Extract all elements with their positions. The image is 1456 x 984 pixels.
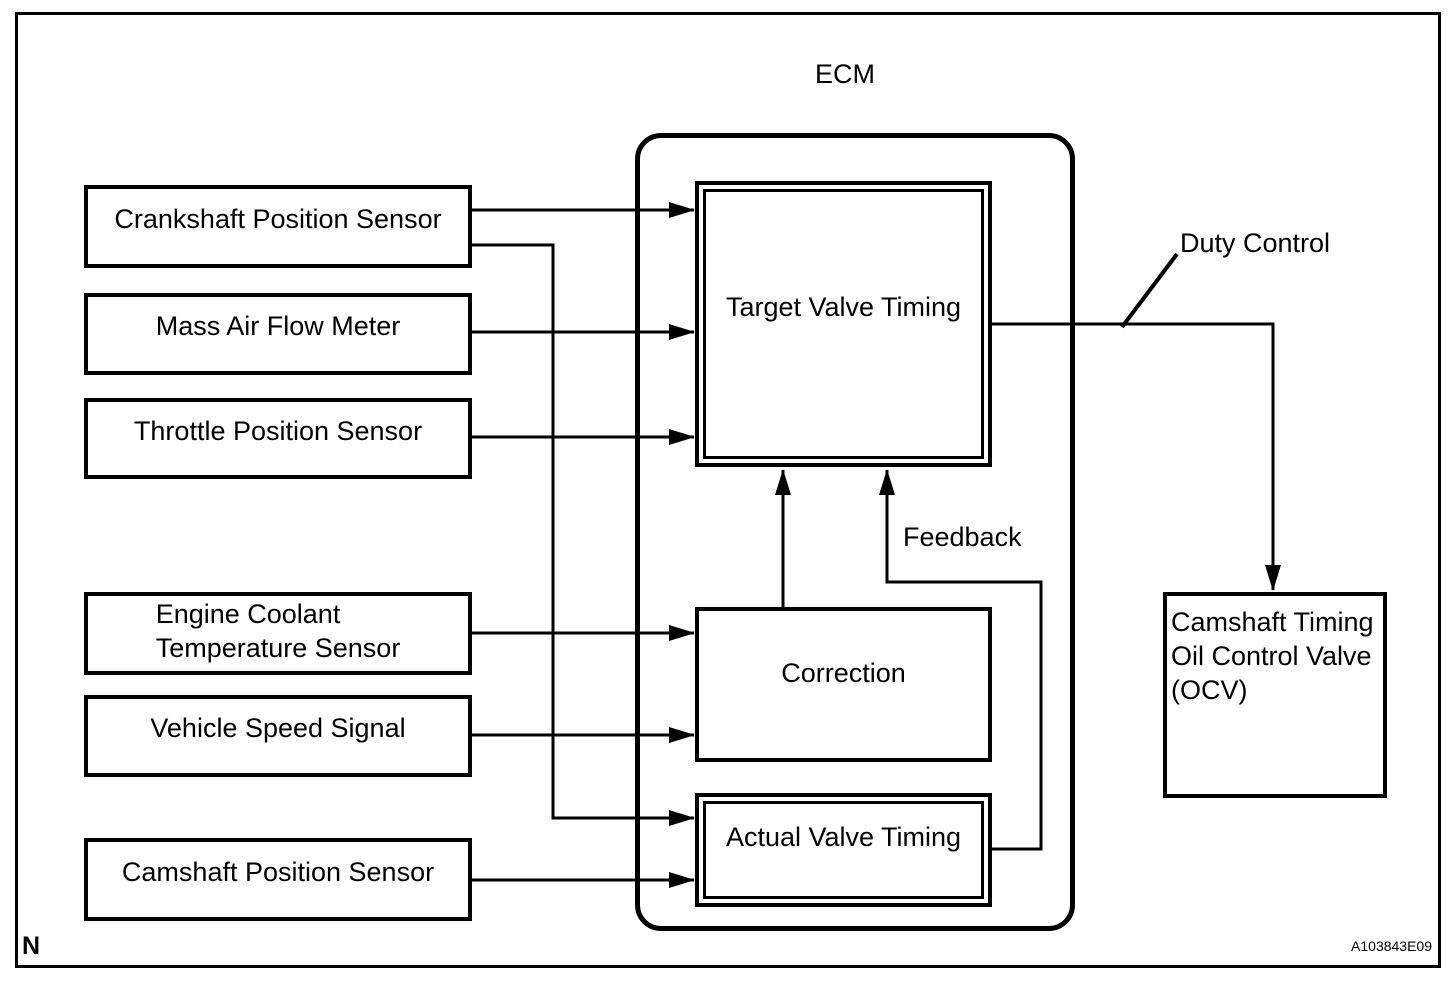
camshaft-position-sensor-box: Camshaft Position Sensor (84, 838, 472, 921)
note-marker: N (22, 932, 41, 960)
crankshaft-position-sensor-label: Crankshaft Position Sensor (114, 203, 442, 234)
vehicle-speed-signal-box: Vehicle Speed Signal (84, 695, 472, 777)
feedback-annotation: Feedback (903, 522, 1022, 552)
engine-coolant-temp-sensor-box: Engine Coolant Temperature Sensor (84, 592, 472, 675)
engine-coolant-line-2: Temperature Sensor (155, 632, 401, 663)
diagram-frame (15, 12, 1441, 968)
camshaft-timing-ocv-box: Camshaft Timing Oil Control Valve (OCV) (1163, 592, 1387, 798)
ecm-title: ECM (815, 59, 875, 89)
figure-code: A103843E09 (1351, 938, 1432, 954)
throttle-position-sensor-label: Throttle Position Sensor (133, 415, 423, 446)
correction-label: Correction (781, 657, 906, 688)
target-valve-timing-label: Target Valve Timing (725, 292, 962, 322)
engine-coolant-temp-sensor-label: Engine Coolant Temperature Sensor (156, 597, 401, 665)
actual-valve-timing-box: Actual Valve Timing (695, 793, 992, 907)
crankshaft-position-sensor-box: Crankshaft Position Sensor (84, 185, 472, 268)
ocv-line-2: Oil Control Valve (1171, 641, 1372, 671)
mass-air-flow-meter-box: Mass Air Flow Meter (84, 293, 472, 375)
ocv-line-3: (OCV) (1171, 675, 1248, 705)
target-valve-timing-box: Target Valve Timing (695, 181, 992, 467)
actual-valve-timing-label: Actual Valve Timing (725, 822, 962, 852)
camshaft-timing-ocv-label: Camshaft Timing Oil Control Valve (OCV) (1171, 605, 1374, 707)
vehicle-speed-signal-label: Vehicle Speed Signal (150, 713, 406, 743)
duty-control-annotation: Duty Control (1180, 228, 1331, 258)
throttle-position-sensor-box: Throttle Position Sensor (84, 398, 472, 479)
ocv-line-1: Camshaft Timing (1171, 607, 1374, 637)
camshaft-position-sensor-label: Camshaft Position Sensor (121, 856, 435, 887)
mass-air-flow-meter-label: Mass Air Flow Meter (155, 311, 401, 341)
engine-coolant-line-1: Engine Coolant (155, 598, 341, 629)
correction-box: Correction (695, 607, 992, 762)
